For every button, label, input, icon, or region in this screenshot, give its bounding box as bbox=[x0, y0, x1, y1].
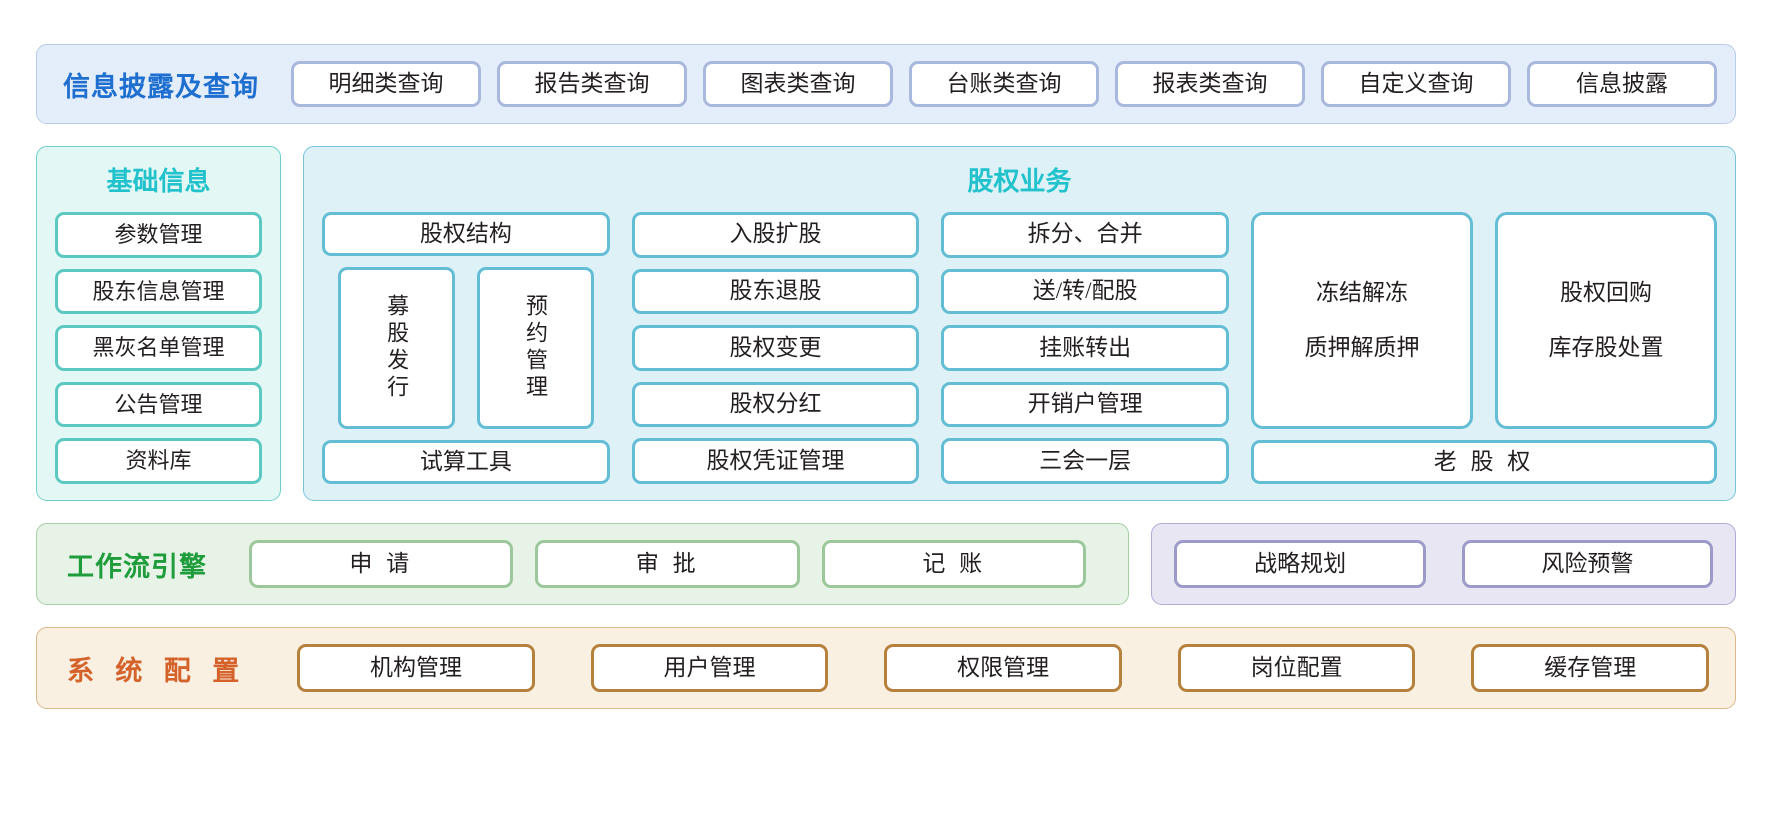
tile-shareholder-exit[interactable]: 股东退股 bbox=[631, 268, 920, 315]
system-config-tile-group: 机构管理 用户管理 权限管理 岗位配置 缓存管理 bbox=[297, 644, 1710, 692]
section-title-basic-info: 基础信息 bbox=[106, 167, 211, 197]
tile-buyback-treasury-line2: 库存股处置 bbox=[1548, 334, 1664, 360]
tile-custom-query[interactable]: 自定义查询 bbox=[1321, 61, 1511, 107]
tile-reservation-management[interactable]: 预约管理 bbox=[476, 267, 594, 429]
section-basic-info: 基础信息 参数管理 股东信息管理 黑灰名单管理 公告管理 资料库 bbox=[36, 146, 281, 501]
section-strategy: 战略规划 风险预警 bbox=[1151, 523, 1736, 605]
tile-report-query[interactable]: 报告类查询 bbox=[497, 61, 687, 107]
section-title-workflow-engine: 工作流引擎 bbox=[67, 551, 207, 583]
tile-bonus-transfer-rights[interactable]: 送/转/配股 bbox=[941, 268, 1229, 315]
tile-application[interactable]: 申 请 bbox=[249, 540, 514, 588]
section-title-system-config: 系 统 配 置 bbox=[67, 655, 246, 687]
section-equity-business: 股权业务 股权结构 募股发行 预约管理 试算工具 入股扩股 股东退股 股权变更 bbox=[303, 146, 1736, 501]
tile-strategic-planning[interactable]: 战略规划 bbox=[1174, 540, 1426, 588]
equity-column-structure: 股权结构 募股发行 预约管理 试算工具 bbox=[322, 212, 610, 484]
tile-bookkeeping[interactable]: 记 账 bbox=[821, 540, 1087, 588]
tile-buyback-treasury[interactable]: 股权回购 库存股处置 bbox=[1494, 212, 1717, 429]
equity-column-transactions: 入股扩股 股东退股 股权变更 股权分红 股权凭证管理 bbox=[631, 212, 920, 484]
tile-account-open-close-management[interactable]: 开销户管理 bbox=[941, 381, 1229, 428]
tile-risk-warning[interactable]: 风险预警 bbox=[1461, 540, 1713, 588]
section-title-equity-business: 股权业务 bbox=[967, 167, 1072, 197]
tile-buyback-treasury-line1: 股权回购 bbox=[1559, 279, 1652, 305]
tile-approval[interactable]: 审 批 bbox=[535, 540, 800, 588]
vertical-tile-pair: 募股发行 预约管理 bbox=[322, 267, 610, 429]
main-row: 基础信息 参数管理 股东信息管理 黑灰名单管理 公告管理 资料库 股权业务 股权… bbox=[36, 146, 1736, 501]
tile-shareholder-info-management[interactable]: 股东信息管理 bbox=[55, 268, 262, 315]
tile-share-offering[interactable]: 募股发行 bbox=[338, 267, 455, 429]
tile-calculation-tool[interactable]: 试算工具 bbox=[322, 440, 610, 484]
tile-ledger-query[interactable]: 台账类查询 bbox=[909, 61, 1099, 107]
section-information-disclosure: 信息披露及查询 明细类查询 报告类查询 图表类查询 台账类查询 报表类查询 自定… bbox=[36, 44, 1736, 124]
tile-user-management[interactable]: 用户管理 bbox=[590, 644, 829, 692]
tile-position-configuration[interactable]: 岗位配置 bbox=[1177, 644, 1416, 692]
section-workflow-engine: 工作流引擎 申 请 审 批 记 账 bbox=[36, 523, 1130, 605]
tile-suspense-transfer[interactable]: 挂账转出 bbox=[941, 325, 1229, 371]
tile-equity-structure[interactable]: 股权结构 bbox=[322, 212, 610, 256]
tile-permission-management[interactable]: 权限管理 bbox=[884, 644, 1122, 692]
tile-document-library[interactable]: 资料库 bbox=[55, 438, 262, 484]
tall-tile-pair: 冻结解冻 质押解质押 股权回购 库存股处置 bbox=[1250, 212, 1717, 429]
tile-equity-change[interactable]: 股权变更 bbox=[631, 325, 920, 371]
disclosure-tile-group: 明细类查询 报告类查询 图表类查询 台账类查询 报表类查询 自定义查询 信息披露 bbox=[291, 61, 1717, 107]
section-title-information-disclosure: 信息披露及查询 bbox=[63, 71, 259, 103]
tile-equity-dividend[interactable]: 股权分红 bbox=[631, 381, 920, 428]
tile-freeze-pledge-line2: 质押解质押 bbox=[1304, 334, 1420, 360]
tile-detail-query[interactable]: 明细类查询 bbox=[291, 61, 481, 107]
workflow-tile-group: 申 请 审 批 记 账 bbox=[249, 540, 1106, 588]
tile-three-meetings-one-layer[interactable]: 三会一层 bbox=[941, 438, 1229, 484]
workflow-strategy-row: 工作流引擎 申 请 审 批 记 账 战略规划 风险预警 bbox=[36, 523, 1736, 605]
tile-cache-management[interactable]: 缓存管理 bbox=[1471, 644, 1710, 692]
equity-column-special: 冻结解冻 质押解质押 股权回购 库存股处置 老 股 权 bbox=[1250, 212, 1717, 484]
tile-blacklist-management[interactable]: 黑灰名单管理 bbox=[55, 325, 262, 371]
equity-column-operations: 拆分、合并 送/转/配股 挂账转出 开销户管理 三会一层 bbox=[941, 212, 1229, 484]
tile-organization-management[interactable]: 机构管理 bbox=[297, 644, 535, 692]
section-system-config: 系 统 配 置 机构管理 用户管理 权限管理 岗位配置 缓存管理 bbox=[36, 627, 1736, 709]
tile-capital-increase[interactable]: 入股扩股 bbox=[631, 212, 920, 258]
tile-split-merge[interactable]: 拆分、合并 bbox=[941, 212, 1229, 258]
tile-freeze-pledge-line1: 冻结解冻 bbox=[1315, 279, 1408, 305]
tile-chart-query[interactable]: 图表类查询 bbox=[703, 61, 893, 107]
tile-legacy-equity[interactable]: 老 股 权 bbox=[1250, 440, 1717, 484]
tile-statement-query[interactable]: 报表类查询 bbox=[1115, 61, 1305, 107]
basic-info-tile-group: 参数管理 股东信息管理 黑灰名单管理 公告管理 资料库 bbox=[55, 212, 262, 484]
tile-parameter-management[interactable]: 参数管理 bbox=[55, 212, 262, 258]
equity-business-grid: 股权结构 募股发行 预约管理 试算工具 入股扩股 股东退股 股权变更 股权分红 … bbox=[322, 212, 1717, 484]
tile-freeze-pledge[interactable]: 冻结解冻 质押解质押 bbox=[1250, 212, 1473, 429]
tile-information-disclosure[interactable]: 信息披露 bbox=[1527, 61, 1717, 107]
tile-announcement-management[interactable]: 公告管理 bbox=[55, 381, 262, 428]
tile-equity-certificate-management[interactable]: 股权凭证管理 bbox=[631, 438, 920, 484]
